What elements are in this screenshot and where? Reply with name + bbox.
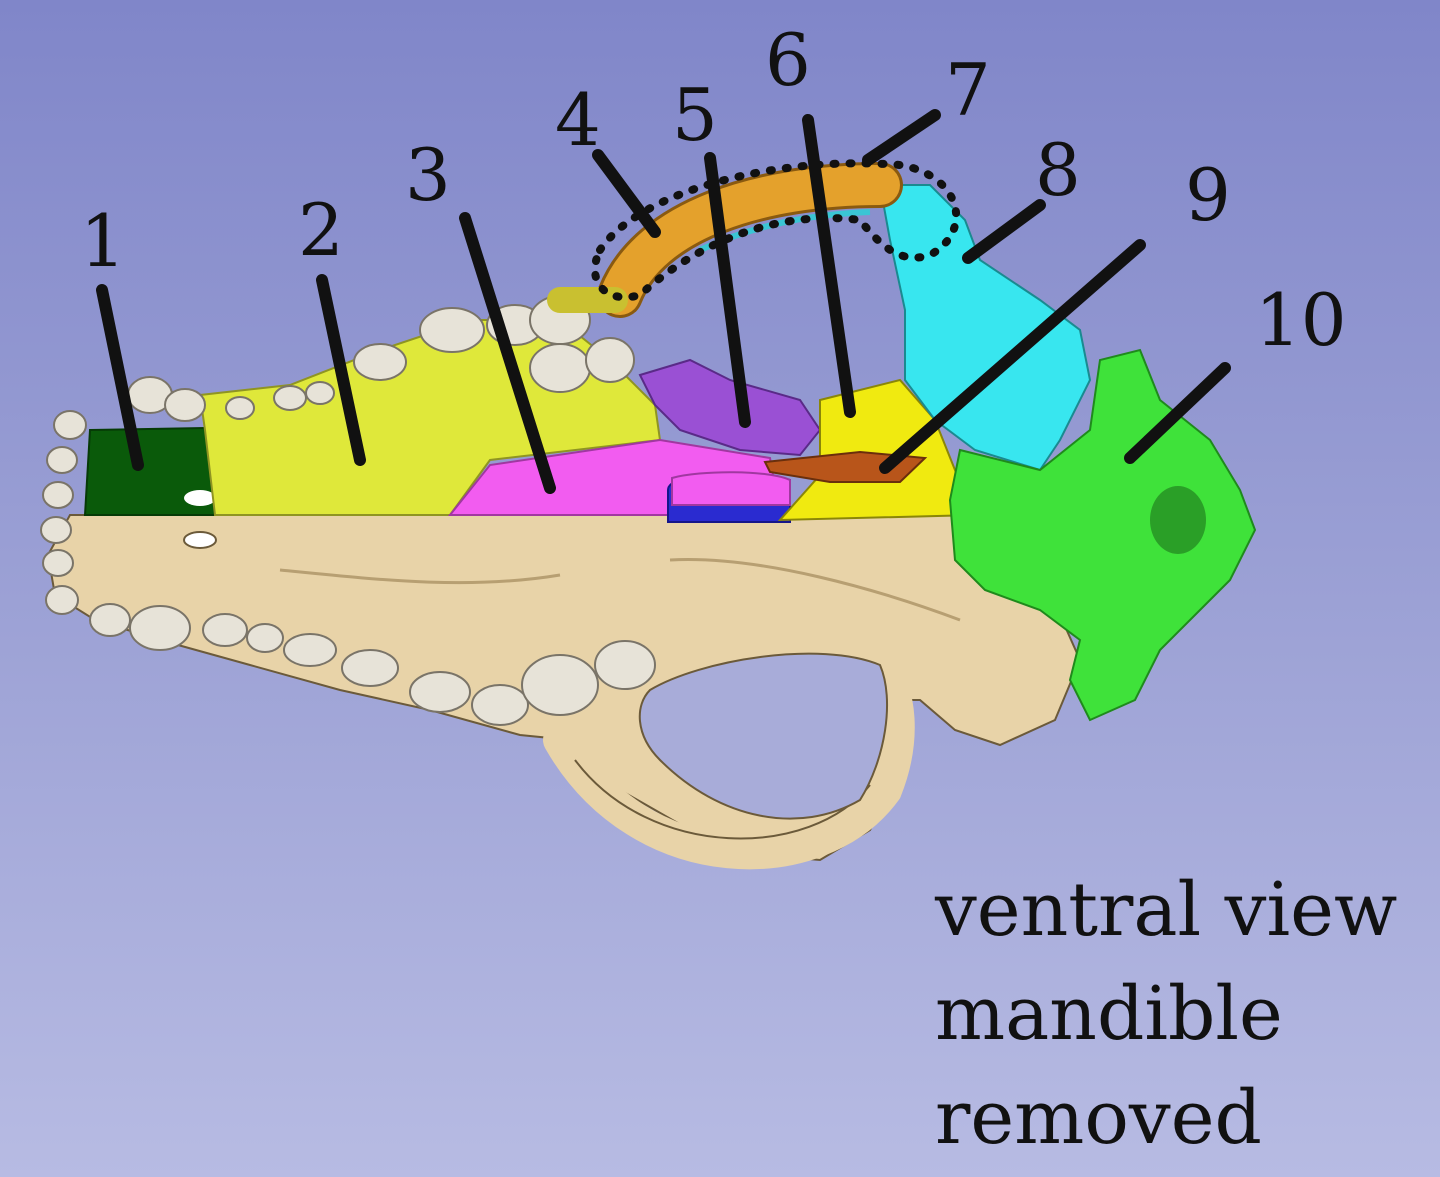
label-7: 7 — [945, 48, 991, 132]
region-5-pterygoid — [638, 358, 822, 457]
label-2: 2 — [298, 188, 344, 272]
leader-line-3 — [459, 212, 556, 494]
leader-line-1 — [96, 284, 144, 471]
incisors — [40, 410, 87, 577]
leader-line-8 — [962, 199, 1046, 264]
leader-lines — [96, 109, 1231, 494]
leader-line-7 — [862, 109, 941, 166]
label-9: 9 — [1185, 153, 1231, 237]
region-10-occipital — [948, 348, 1257, 722]
label-8: 8 — [1035, 128, 1081, 212]
lower-teeth — [45, 585, 656, 726]
label-1: 1 — [80, 199, 126, 283]
caption: ventral view mandible removed — [935, 858, 1415, 1170]
leader-line-9 — [879, 239, 1146, 474]
caption-line-2: mandible — [935, 971, 1283, 1057]
caption-line-3: removed — [935, 1075, 1262, 1161]
leader-line-5 — [704, 152, 751, 428]
number-labels: 1 2 3 4 5 6 7 8 9 10 — [80, 18, 1347, 362]
label-3: 3 — [405, 133, 451, 217]
leader-line-6 — [802, 114, 856, 418]
label-10: 10 — [1255, 278, 1347, 362]
upper-teeth — [127, 295, 635, 422]
leader-line-2 — [316, 274, 366, 466]
leader-line-4 — [592, 149, 661, 238]
label-6: 6 — [765, 18, 811, 102]
leader-line-10 — [1124, 362, 1231, 464]
label-5: 5 — [672, 73, 718, 157]
dotted-outline — [591, 159, 960, 302]
caption-line-1: ventral view — [935, 867, 1398, 953]
region-9-presphenoid — [763, 450, 928, 483]
label-4: 4 — [555, 78, 601, 162]
